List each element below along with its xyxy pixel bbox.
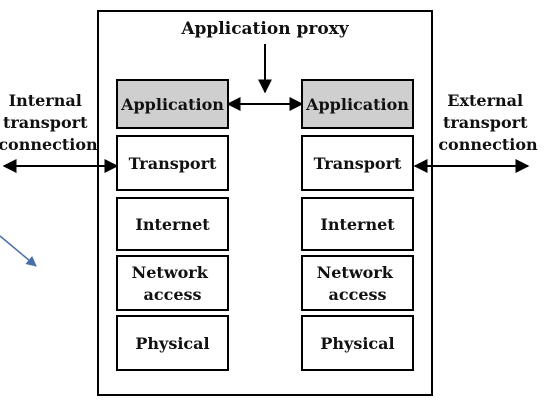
annotation-arrow-icon — [0, 235, 37, 267]
right-application-layer — [301, 79, 414, 129]
right-network-access-label: Network access — [317, 263, 399, 304]
left-transport-layer — [116, 135, 229, 191]
right-application-label: Application — [305, 95, 409, 114]
left-physical-layer — [116, 315, 229, 371]
left-network-access-layer — [116, 255, 229, 311]
right-physical-layer — [301, 315, 414, 371]
left-application-layer — [116, 79, 229, 129]
right-protocol-stack: Application Transport Internet Network a… — [301, 79, 414, 371]
left-physical-label: Physical — [135, 334, 209, 353]
right-physical-label: Physical — [320, 334, 394, 353]
right-internet-layer — [301, 197, 414, 251]
right-transport-layer — [301, 135, 414, 191]
left-internet-label: Internet — [135, 215, 210, 234]
left-internet-layer — [116, 197, 229, 251]
proxy-boundary-box — [97, 10, 433, 396]
proxy-title: Application proxy — [180, 19, 349, 39]
internal-label-line: transport — [3, 113, 88, 132]
external-label-line: connection — [438, 135, 538, 154]
right-network-access-line: access — [328, 285, 386, 304]
left-protocol-stack: Application Transport Internet Network a… — [116, 79, 229, 371]
external-connection-label: External transport connection — [438, 91, 538, 154]
left-network-access-line: access — [143, 285, 201, 304]
internal-label-line: connection — [0, 135, 98, 154]
internal-connection-label: Internal transport connection — [0, 91, 98, 154]
internal-label-line: Internal — [9, 91, 82, 110]
external-label-line: transport — [443, 113, 528, 132]
external-label-line: External — [447, 91, 523, 110]
left-transport-label: Transport — [129, 154, 217, 173]
right-network-access-layer — [301, 255, 414, 311]
right-network-access-line: Network — [317, 263, 394, 282]
left-network-access-label: Network access — [132, 263, 214, 304]
right-internet-label: Internet — [320, 215, 395, 234]
left-network-access-line: Network — [132, 263, 209, 282]
left-application-label: Application — [120, 95, 224, 114]
right-transport-label: Transport — [314, 154, 402, 173]
